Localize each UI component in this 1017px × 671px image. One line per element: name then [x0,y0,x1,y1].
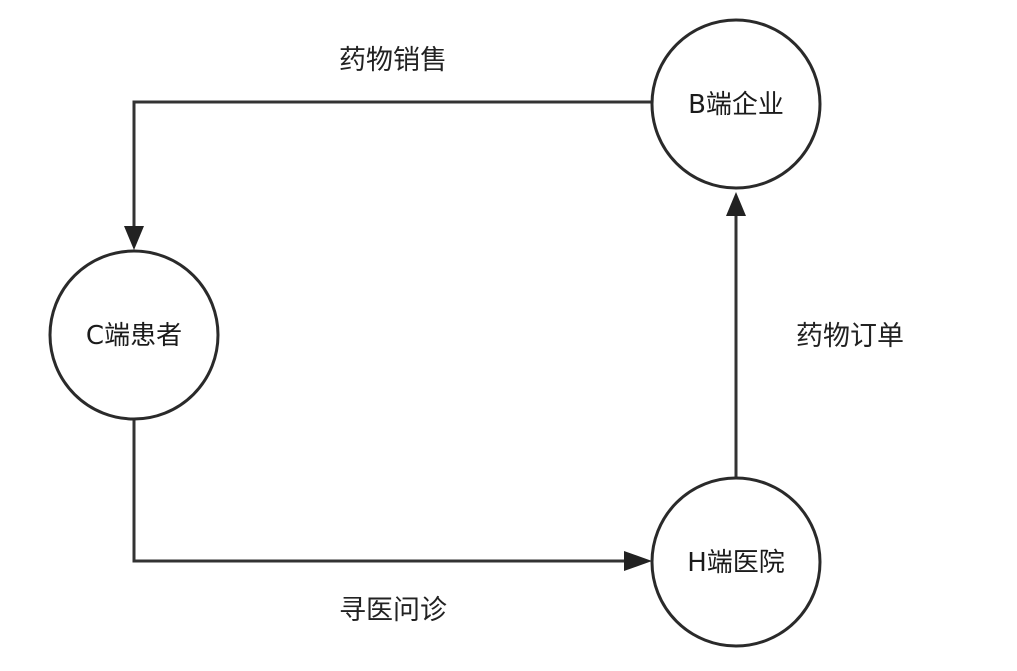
edge-drug-orders-label: 药物订单 [796,321,904,352]
node-b-enterprise: B端企业 [650,18,822,190]
edge-drug-sales-arrowhead [124,226,144,250]
node-b-enterprise-label: B端企业 [688,90,784,120]
node-h-hospital-circle [650,476,822,648]
edge-medical-consultation-label: 寻医问诊 [339,595,447,626]
node-c-patient: C端患者 [48,249,220,421]
node-h-hospital-label: H端医院 [687,548,785,578]
edge-drug-sales [124,100,652,250]
edge-drug-orders [726,192,746,478]
edge-medical-consultation-arrowhead [624,551,652,571]
node-b-enterprise-circle [650,18,822,190]
node-h-hospital: H端医院 [650,476,822,648]
edge-drug-orders-arrowhead [726,192,746,216]
node-c-patient-circle [48,249,220,421]
edge-medical-consultation [132,420,652,571]
edge-medical-consultation-line [132,420,632,563]
edge-drug-sales-line [132,100,652,232]
edge-drug-sales-label: 药物销售 [339,45,447,76]
node-c-patient-label: C端患者 [86,321,182,351]
